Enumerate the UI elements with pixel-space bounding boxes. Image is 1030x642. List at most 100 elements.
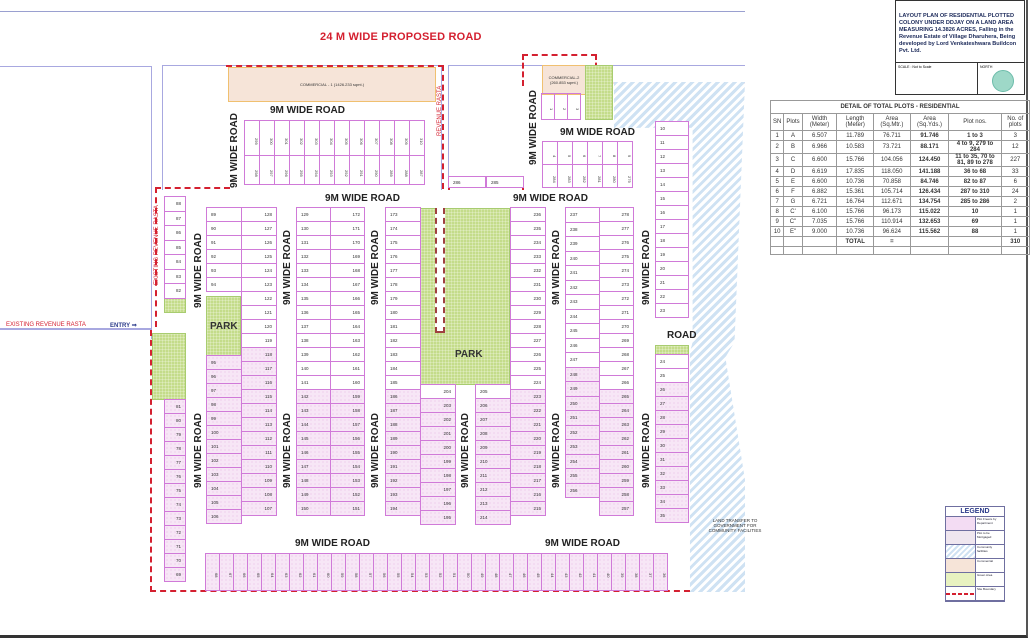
plot-228: 228 [510, 319, 546, 334]
site-boundary-comm1 [226, 65, 444, 189]
plot-72: 72 [164, 525, 186, 540]
table-total-cell: 310 [1000, 236, 1030, 247]
road-label-top-mid: 9M WIDE ROAD [325, 193, 400, 204]
plot-298: 298 [244, 155, 260, 185]
revenue-rasta-strip [435, 208, 445, 333]
table-cell: 7 [769, 196, 785, 207]
plot-251: 251 [565, 410, 600, 426]
table-total-cell: TOTAL [836, 236, 874, 247]
plot-150: 150 [296, 501, 331, 516]
table-cell: 3 [769, 153, 785, 167]
table-cell: 6 [769, 186, 785, 197]
table-cell: 15.766 [836, 153, 874, 167]
plot-77: 77 [164, 455, 186, 470]
plot-263: 263 [599, 417, 634, 432]
road-label-mid-right: 9M WIDE ROAD [513, 193, 588, 204]
plot-297: 297 [259, 155, 275, 185]
plot-188: 188 [385, 417, 421, 432]
plot-250: 250 [565, 395, 600, 411]
plot-91: 91 [206, 235, 242, 250]
green-area-entry [152, 333, 186, 400]
plot-224: 224 [510, 375, 546, 390]
entry-arrow-icon: ⇒ [131, 323, 137, 329]
plot-310: 310 [409, 120, 425, 156]
table-total-cell [948, 236, 1002, 247]
table-total-cell [769, 236, 785, 247]
road-label-top-right: 9M WIDE ROAD [560, 127, 635, 138]
plot-119: 119 [241, 333, 277, 348]
plot-8: 8 [602, 141, 618, 165]
plot-130: 130 [296, 221, 331, 236]
site-boundary-left-step [155, 187, 230, 327]
plot-82: 82 [164, 283, 186, 299]
plot-59: 59 [331, 553, 346, 591]
plot-222: 222 [510, 403, 546, 418]
plot-142: 142 [296, 389, 331, 404]
plot-90: 90 [206, 221, 242, 236]
plot-16: 16 [655, 205, 689, 220]
plot-156: 156 [330, 431, 365, 446]
plot-113: 113 [241, 417, 277, 432]
plot-68: 68 [205, 553, 220, 591]
plot-172: 172 [330, 207, 365, 222]
plot-84: 84 [164, 254, 186, 270]
plot-258: 258 [599, 487, 634, 502]
plot-53: 53 [415, 553, 430, 591]
plot-262: 262 [599, 431, 634, 446]
plot-99: 99 [206, 411, 242, 426]
table-total-cell [909, 236, 950, 247]
table-cell: 10.736 [836, 176, 874, 187]
plot-229: 229 [510, 305, 546, 320]
plot-202: 202 [420, 412, 456, 427]
plot-146: 146 [296, 445, 331, 460]
table-cell: 33 [1000, 166, 1030, 177]
table-cell: 10 [948, 206, 1002, 217]
plot-267: 267 [599, 361, 634, 376]
plot-260: 260 [599, 459, 634, 474]
plot-308: 308 [379, 120, 395, 156]
plot-154: 154 [330, 459, 365, 474]
plot-121: 121 [241, 305, 277, 320]
table-header-4: Area (Sq.Mtr.) [872, 113, 911, 131]
plot-56: 56 [373, 553, 388, 591]
table-cell: 9.000 [801, 226, 838, 237]
plot-254: 254 [565, 453, 600, 469]
legend-swatch [946, 545, 976, 558]
table-cell: 1 [1000, 226, 1030, 237]
plot-9: 9 [617, 141, 633, 165]
plot-285: 285 [486, 176, 524, 188]
existing-revenue-rasta-vertical: EXISTING REVENUE RASTA [154, 205, 160, 285]
plot-148: 148 [296, 473, 331, 488]
table-cell: 6.966 [801, 140, 838, 154]
plot-279: 279 [617, 164, 633, 188]
legend-item: Commercial [946, 559, 1004, 573]
legend-label: Green Area [977, 573, 993, 577]
plot-221: 221 [510, 417, 546, 432]
plot-1: 1 [541, 93, 555, 120]
plot-195: 195 [420, 510, 456, 525]
table-cell: 7.035 [801, 216, 838, 227]
plot-17: 17 [655, 219, 689, 234]
plot-197: 197 [420, 482, 456, 497]
plot-179: 179 [385, 291, 421, 306]
plot-4: 4 [542, 141, 558, 165]
road-vertical-3: 9M WIDE ROAD [193, 233, 204, 308]
plot-73: 73 [164, 511, 186, 526]
plot-96: 96 [206, 369, 242, 384]
plot-288: 288 [394, 155, 410, 185]
table-cell: B [783, 140, 803, 154]
plot-57: 57 [359, 553, 374, 591]
plot-92: 92 [206, 249, 242, 264]
table-cell: 227 [1000, 153, 1030, 167]
